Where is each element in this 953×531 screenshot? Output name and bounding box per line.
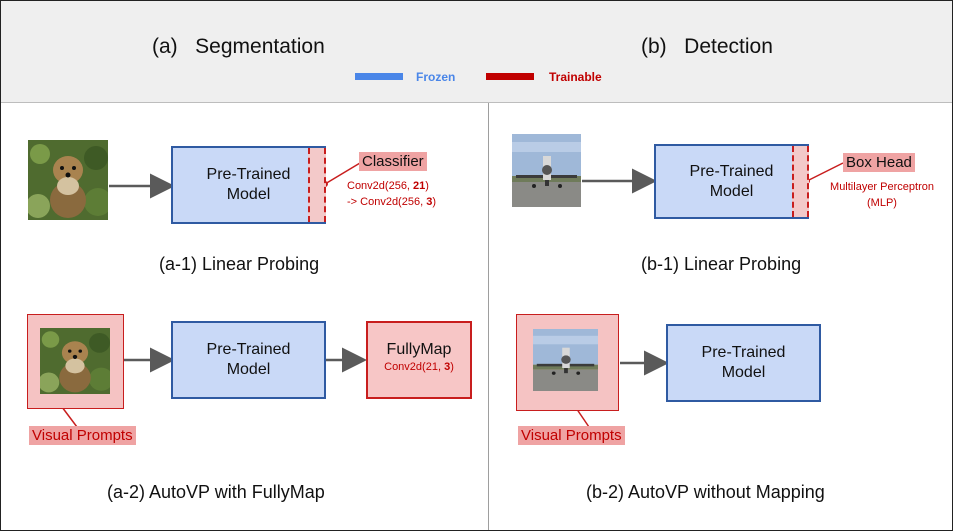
airplane-photo-padded (533, 329, 598, 391)
model-label-line1: Pre-Trained (701, 344, 786, 361)
model-label-line2: Model (226, 361, 271, 378)
caption-a2: (a-2) AutoVP with FullyMap (107, 482, 325, 502)
pretrained-model-b2: Pre-Trained Model (666, 324, 821, 402)
figure-header (1, 1, 952, 103)
detection-title: (b) Detection (641, 35, 773, 58)
pretrained-model-a2: Pre-Trained Model (171, 321, 326, 399)
model-label-line2: Model (721, 364, 766, 381)
model-label-line2: Model (226, 186, 271, 203)
classifier-trainable-strip (308, 148, 326, 222)
airplane-photo-icon (512, 134, 581, 207)
box-head-tag: Box Head (843, 153, 915, 172)
classifier-pointer-line (324, 162, 361, 185)
model-label-line1: Pre-Trained (689, 162, 774, 180)
box-head-note-line1: Multilayer Perceptron (830, 181, 934, 193)
classifier-note-line2: -> Conv2d(256, 3) (347, 196, 436, 208)
box-head-note-line2: (MLP) (867, 197, 897, 209)
trainable-legend-label: Trainable (549, 70, 602, 84)
model-label-line1: Pre-Trained (206, 341, 291, 358)
visual-prompts-tag-a: Visual Prompts (29, 426, 136, 445)
model-label-line2: Model (709, 182, 754, 200)
classifier-note-line1: Conv2d(256, 21) (347, 180, 429, 192)
dog-photo-icon (28, 140, 108, 220)
frozen-legend-swatch (355, 73, 403, 80)
frozen-legend-label: Frozen (416, 70, 456, 84)
fullymap-block: FullyMap Conv2d(21, 3) (366, 321, 472, 399)
segmentation-title: (a) Segmentation (152, 35, 325, 58)
caption-a1: (a-1) Linear Probing (159, 254, 320, 274)
caption-b1: (b-1) Linear Probing (641, 254, 802, 274)
panel-divider (488, 103, 489, 530)
model-label-line1: Pre-Trained (206, 166, 291, 183)
airplane-photo-icon (533, 329, 598, 391)
airplane-photo (512, 134, 581, 207)
box-head-trainable-strip (792, 146, 809, 217)
fullymap-label: FullyMap (386, 341, 452, 358)
fullymap-note: Conv2d(21, 3) (384, 361, 454, 373)
box-head-pointer-line (806, 162, 844, 182)
dog-photo (28, 140, 108, 220)
pretrained-model-a1: Pre-Trained Model (171, 146, 326, 224)
trainable-legend-swatch (486, 73, 534, 80)
classifier-tag: Classifier (359, 152, 427, 171)
pretrained-model-b1: Pre-Trained Model (654, 144, 809, 219)
visual-prompts-tag-b: Visual Prompts (518, 426, 625, 445)
dog-photo-icon (40, 328, 110, 394)
dog-photo-padded (40, 328, 110, 394)
caption-b2: (b-2) AutoVP without Mapping (586, 482, 825, 502)
